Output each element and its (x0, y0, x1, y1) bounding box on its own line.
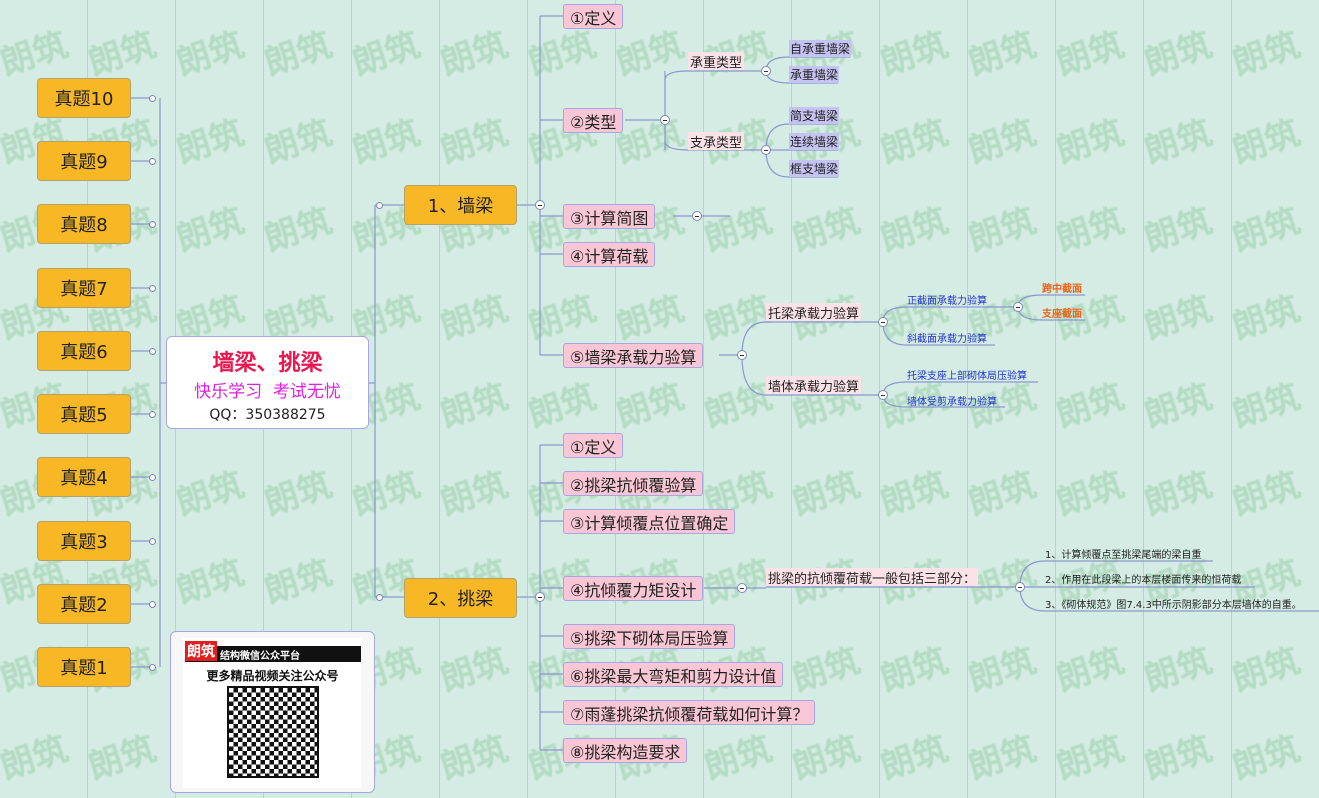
wall-beam-topic[interactable]: ②类型 (563, 108, 624, 133)
leaf-node[interactable]: 2、作用在此段梁上的本层楼面传来的恒荷载 (1045, 574, 1242, 586)
branch-wall-beam[interactable]: 1、墙梁 (404, 185, 517, 225)
leaf-node[interactable]: 托梁支座上部砌体局压验算 (907, 370, 1027, 382)
collapse-toggle-icon[interactable] (878, 317, 888, 327)
leaf-node[interactable]: 支座截面 (1042, 308, 1082, 320)
wall-beam-topic[interactable]: ④计算荷载 (563, 242, 656, 267)
expand-dot[interactable] (376, 202, 383, 209)
exam-node[interactable]: 真题7 (37, 268, 131, 308)
expand-dot[interactable] (149, 538, 156, 545)
cantilever-topic[interactable]: ①定义 (563, 433, 624, 458)
leaf-node[interactable]: 正截面承载力验算 (907, 295, 987, 307)
tuoliang-capacity-node[interactable]: 托梁承载力验算 (766, 303, 862, 322)
brand-logo: 朗筑 (185, 641, 217, 661)
leaf-node[interactable]: 自承重墙梁 (789, 40, 852, 57)
expand-dot[interactable] (149, 158, 156, 165)
exam-node[interactable]: 真题1 (37, 647, 131, 687)
exam-node[interactable]: 真题9 (37, 141, 131, 181)
expand-dot[interactable] (149, 474, 156, 481)
cantilever-topic[interactable]: ⑤挑梁下砌体局压验算 (563, 624, 736, 649)
expand-dot[interactable] (149, 285, 156, 292)
leaf-node[interactable]: 简支墙梁 (789, 107, 840, 124)
wall-capacity-node[interactable]: 墙体承载力验算 (766, 376, 862, 395)
collapse-toggle-icon[interactable] (660, 115, 670, 125)
cantilever-topic[interactable]: ④抗倾覆力矩设计 (563, 576, 704, 601)
exam-node[interactable]: 真题3 (37, 521, 131, 561)
leaf-node[interactable]: 框支墙梁 (789, 160, 840, 177)
exam-node[interactable]: 真题8 (37, 204, 131, 244)
leaf-node[interactable]: 连续墙梁 (789, 133, 840, 150)
leaf-node[interactable]: 斜截面承载力验算 (907, 333, 987, 345)
collapse-toggle-icon[interactable] (761, 145, 771, 155)
wall-beam-topic[interactable]: ①定义 (563, 4, 624, 29)
qr-code (227, 686, 319, 778)
central-topic[interactable]: 墙梁、挑梁 快乐学习 考试无忧 QQ：350388275 (166, 336, 369, 429)
collapse-toggle-icon[interactable] (737, 350, 747, 360)
exam-node[interactable]: 真题6 (37, 331, 131, 371)
expand-dot[interactable] (149, 221, 156, 228)
cantilever-topic[interactable]: ⑦雨蓬挑梁抗倾覆荷载如何计算？ (563, 700, 816, 725)
leaf-node[interactable]: 跨中截面 (1042, 283, 1082, 295)
qq-number: QQ：350388275 (209, 407, 326, 423)
expand-dot[interactable] (149, 664, 156, 671)
collapse-toggle-icon[interactable] (1013, 302, 1023, 312)
expand-dot[interactable] (149, 95, 156, 102)
wall-beam-topic[interactable]: ③计算简图 (563, 204, 656, 229)
leaf-node[interactable]: 墙体受剪承载力验算 (907, 396, 997, 408)
support-type-node[interactable]: 支承类型 (688, 132, 745, 151)
cantilever-topic[interactable]: ⑧挑梁构造要求 (563, 738, 688, 763)
leaf-node[interactable]: 1、计算倾覆点至挑梁尾端的梁自重 (1045, 549, 1202, 561)
cantilever-topic[interactable]: ⑥挑梁最大弯矩和剪力设计值 (563, 662, 784, 687)
collapse-toggle-icon[interactable] (737, 583, 747, 593)
qr-card: 朗筑 结构微信公众平台 更多精品视频关注公众号 (170, 631, 375, 793)
exam-node[interactable]: 真题5 (37, 394, 131, 434)
collapse-toggle-icon[interactable] (535, 592, 545, 602)
leaf-node[interactable]: 承重墙梁 (789, 66, 840, 83)
central-subtitle: 快乐学习 考试无忧 (194, 382, 341, 402)
bearing-type-node[interactable]: 承重类型 (688, 52, 745, 71)
central-title: 墙梁、挑梁 (212, 351, 323, 376)
cantilever-topic[interactable]: ②挑梁抗倾覆验算 (563, 471, 704, 496)
branch-cantilever-beam[interactable]: 2、挑梁 (404, 578, 517, 618)
collapse-toggle-icon[interactable] (761, 66, 771, 76)
wall-beam-topic[interactable]: ⑤墙梁承载力验算 (563, 343, 704, 368)
exam-node[interactable]: 真题10 (37, 78, 131, 118)
expand-dot[interactable] (149, 601, 156, 608)
collapse-toggle-icon[interactable] (692, 211, 702, 221)
exam-node[interactable]: 真题4 (37, 457, 131, 497)
moment-node[interactable]: 挑梁的抗倾覆荷载一般包括三部分： (766, 568, 979, 587)
exam-node[interactable]: 真题2 (37, 584, 131, 624)
leaf-node[interactable]: 3、《砌体规范》图7.4.3中所示阴影部分本层墙体的自重。 (1045, 599, 1302, 611)
cantilever-topic[interactable]: ③计算倾覆点位置确定 (563, 509, 736, 534)
collapse-toggle-icon[interactable] (878, 390, 888, 400)
collapse-toggle-icon[interactable] (1015, 582, 1025, 592)
expand-dot[interactable] (376, 594, 383, 601)
expand-dot[interactable] (149, 348, 156, 355)
expand-dot[interactable] (149, 411, 156, 418)
collapse-toggle-icon[interactable] (535, 200, 545, 210)
qr-caption: 更多精品视频关注公众号 (206, 669, 339, 683)
platform-label: 结构微信公众平台 (220, 650, 300, 662)
